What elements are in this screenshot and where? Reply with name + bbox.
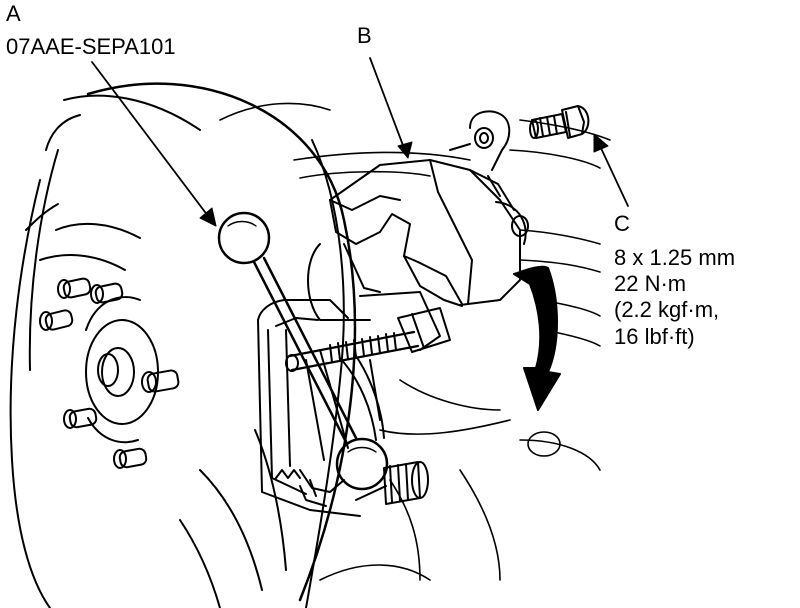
caliper-bracket	[257, 299, 429, 517]
callout-a-part-number: 07AAE-SEPA101	[6, 34, 176, 59]
leader-line-a	[91, 61, 209, 217]
suspension-background	[219, 102, 611, 581]
callout-a-label: A	[6, 1, 21, 26]
brake-disc	[9, 82, 357, 608]
caliper-bolt	[529, 105, 590, 139]
leader-line-b	[369, 57, 405, 149]
arrowhead-a	[199, 207, 217, 227]
arrowhead-c	[593, 133, 609, 153]
leader-lines	[91, 57, 629, 217]
callout-c-label: C	[614, 211, 630, 236]
callout-b-label: B	[357, 23, 372, 48]
rotation-arrow	[513, 265, 561, 411]
leader-line-c	[599, 145, 629, 207]
piston-tool	[217, 211, 451, 491]
wheel-studs	[39, 277, 180, 469]
leader-arrowheads	[199, 133, 609, 227]
caliper-body	[307, 110, 529, 351]
callout-c-torque-lbfft: 16 lbf·ft)	[614, 324, 695, 349]
callout-c-torque-kgfm: (2.2 kgf·m,	[614, 297, 720, 322]
callout-c-bolt-size: 8 x 1.25 mm	[614, 245, 736, 270]
callout-c-torque-nm: 22 N·m	[614, 271, 687, 296]
arrowhead-b	[397, 141, 413, 159]
